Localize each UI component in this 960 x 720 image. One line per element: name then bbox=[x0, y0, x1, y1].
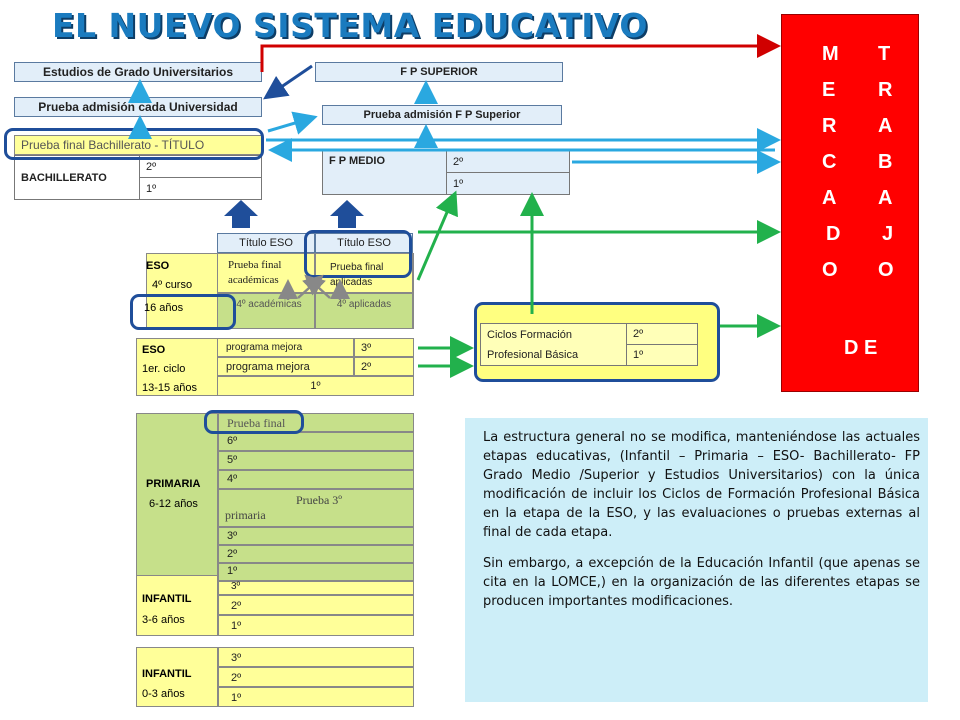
labor-market-letter-right: B bbox=[878, 151, 893, 173]
labor-market-letter-left: M bbox=[822, 43, 839, 65]
primaria-third-grade-exam-line2: primaria bbox=[225, 508, 266, 522]
arrow-eso4-to-fpmedio bbox=[416, 190, 458, 281]
eso4-applied-highlight bbox=[304, 230, 412, 278]
infantil03-year-2: 2º bbox=[218, 667, 414, 687]
fp-medio-year-1: 1º bbox=[446, 172, 570, 195]
labor-market-letter-left: O bbox=[822, 259, 838, 281]
primaria-year-6: 6º bbox=[218, 432, 414, 451]
primaria-year-5: 5º bbox=[218, 451, 414, 470]
infantil03-label: INFANTIL bbox=[142, 668, 192, 680]
arrow-university-to-market bbox=[260, 34, 781, 72]
eso-title-academic: Título ESO bbox=[217, 233, 315, 253]
labor-market-letter-right: T bbox=[878, 43, 891, 65]
labor-market-letter-right: O bbox=[878, 259, 894, 281]
bachillerato-table: BACHILLERATO 2º 1º bbox=[14, 155, 262, 200]
primaria-third-grade-exam-line1: Prueba 3º bbox=[295, 493, 343, 507]
ciclos-fp-basica-highlight bbox=[474, 302, 720, 382]
ciclos-line2: Profesional Básica bbox=[487, 348, 579, 361]
eso1-age: 13-15 años bbox=[142, 382, 198, 394]
primaria-exam-highlight bbox=[204, 410, 304, 434]
infantil03-year-1: 1º bbox=[218, 687, 414, 707]
labor-market-letter-left: R bbox=[822, 115, 837, 137]
primaria-final-exam: Prueba final bbox=[218, 413, 414, 432]
infantil03-label-cell bbox=[136, 647, 218, 707]
ciclos-line1: Ciclos Formación bbox=[487, 328, 572, 341]
eso1-course-1: 1º bbox=[217, 376, 414, 396]
primaria-year-2: 2º bbox=[218, 545, 414, 563]
primaria-label: PRIMARIA bbox=[146, 478, 201, 490]
fp-superior-box: F P SUPERIOR bbox=[315, 62, 563, 82]
eso4-applied: 4º aplicadas bbox=[315, 293, 413, 329]
eso4-highlight bbox=[130, 294, 236, 330]
infantil36-year-2: 2º bbox=[218, 595, 414, 615]
eso1-course-3: 3º bbox=[354, 338, 414, 357]
eso1-ciclo: 1er. ciclo bbox=[142, 363, 186, 375]
infantil03-age: 0-3 años bbox=[142, 688, 185, 700]
fp-superior-admission-box: Prueba admisión F P Superior bbox=[322, 105, 562, 125]
primaria-year-1: 1º bbox=[218, 563, 414, 581]
arrow-bach-to-fp-superior bbox=[267, 111, 318, 135]
labor-market-letter-right: A bbox=[878, 115, 893, 137]
description-textbox: La estructura general no se modifica, ma… bbox=[465, 418, 928, 702]
eso1-label: ESO bbox=[142, 344, 166, 356]
infantil36-year-3: 3º bbox=[218, 581, 414, 595]
arrow-cross-1 bbox=[297, 274, 324, 299]
bachillerato-year-1: 1º bbox=[139, 177, 262, 200]
bachillerato-year-2: 2º bbox=[139, 155, 262, 178]
primaria-year-4: 4º bbox=[218, 470, 414, 489]
eso1-program-2: programa mejora bbox=[217, 357, 354, 376]
labor-market-letter-right: R bbox=[878, 79, 893, 101]
labor-market-letter-left: A bbox=[822, 187, 837, 209]
eso1-program-3: programa mejora bbox=[217, 338, 354, 357]
labor-market-letter-right: A bbox=[878, 187, 893, 209]
primaria-label-cell bbox=[136, 413, 218, 581]
eso4-final-exam-academic: Prueba final académicas bbox=[217, 253, 315, 293]
fp-medio-label: F P MEDIO bbox=[322, 150, 447, 195]
labor-market-letter-left: E bbox=[822, 79, 836, 101]
fp-medio-table: F P MEDIO 2º 1º bbox=[322, 150, 570, 195]
labor-market-letter-right: J bbox=[882, 223, 894, 245]
description-paragraph-2: Sin embargo, a excepción de la Educación… bbox=[483, 556, 920, 609]
eso4-curso: 4º curso bbox=[152, 279, 193, 291]
labor-market-letter-left: C bbox=[822, 151, 837, 173]
ciclos-fp-basica-label: Ciclos Formación Profesional Básica bbox=[480, 323, 627, 366]
ciclos-fp-basica-table: Ciclos Formación Profesional Básica 2º 1… bbox=[480, 323, 698, 366]
infantil36-year-1: 1º bbox=[218, 615, 414, 636]
infantil03-year-3: 3º bbox=[218, 647, 414, 667]
labor-market-de: D E bbox=[844, 337, 878, 359]
labor-market-letter-left: D bbox=[826, 223, 841, 245]
eso4-label: ESO bbox=[146, 260, 170, 272]
infantil36-label-cell bbox=[136, 575, 218, 636]
arrow-eso-to-bachillerato bbox=[224, 200, 258, 228]
bachillerato-label: BACHILLERATO bbox=[14, 155, 140, 200]
eso-title-applied: Título ESO bbox=[315, 233, 413, 253]
arrow-fpsuperior-to-university bbox=[263, 64, 313, 100]
arrow-eso-to-fpmedio bbox=[330, 200, 364, 228]
primaria-year-3: 3º bbox=[218, 527, 414, 545]
ciclos-year-1: 1º bbox=[626, 344, 698, 366]
infantil36-label: INFANTIL bbox=[142, 593, 192, 605]
eso1-course-2: 2º bbox=[354, 357, 414, 376]
primaria-third-grade-exam: Prueba 3º primaria bbox=[218, 489, 414, 527]
page-title: EL NUEVO SISTEMA EDUCATIVO bbox=[52, 6, 648, 45]
infantil36-age: 3-6 años bbox=[142, 614, 185, 626]
eso4-age: 16 años bbox=[144, 302, 184, 314]
arrow-cross-2 bbox=[304, 274, 331, 299]
primaria-age: 6-12 años bbox=[149, 498, 198, 510]
description-paragraph-1: La estructura general no se modifica, ma… bbox=[483, 430, 920, 540]
bachillerato-final-exam: Prueba final Bachillerato - TÍTULO bbox=[14, 135, 262, 155]
